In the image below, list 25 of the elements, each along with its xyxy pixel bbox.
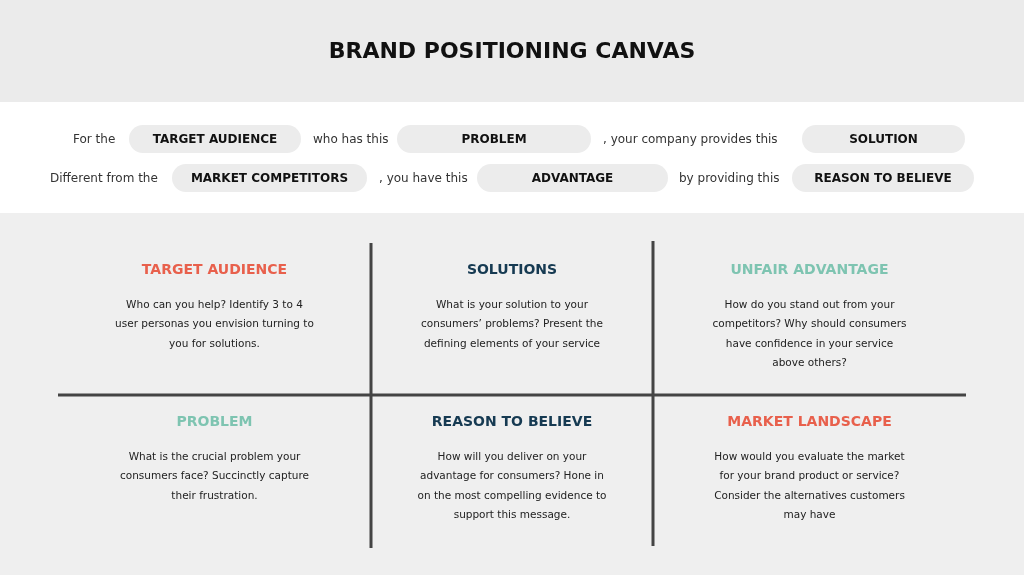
section-prompt: How do you stand out from your competitors? Why should consumers have confidence in your service above others? <box>711 297 908 370</box>
blank-field: TARGET AUDIENCE <box>129 125 301 153</box>
statement-text: Different from the <box>50 170 158 187</box>
section-prompt: How would you evaluate the market for your brand product or service? Consider the alternatives customers may have <box>713 449 906 522</box>
blank-field: ADVANTAGE <box>477 164 668 192</box>
section-heading: TARGET AUDIENCE <box>141 261 288 277</box>
statement-text: , your company provides this <box>603 131 778 148</box>
blank-field: MARKET COMPETITORS <box>172 164 367 192</box>
statement-text: who has this <box>313 131 389 148</box>
section-heading: SOLUTIONS <box>466 261 558 277</box>
section-prompt: What is your solution to your consumers’ problems? Present the defining elements of your service <box>420 297 604 351</box>
section-prompt: What is the crucial problem your consumers face? Succinctly capture their frustration. <box>118 449 311 503</box>
section-heading: PROBLEM <box>176 413 253 429</box>
section-heading: MARKET LANDSCAPE <box>727 413 892 429</box>
title: BRAND POSITIONING CANVAS <box>327 38 697 63</box>
statement-text: by providing this <box>679 170 780 187</box>
section-prompt: Who can you help? Identify 3 to 4 user personas you envision turning to you for solutions. <box>114 297 315 351</box>
blank-field: REASON TO BELIEVE <box>792 164 974 192</box>
section-prompt: How will you deliver on your advantage for consumers? Hone in on the most compelling evidence to support this message. <box>416 449 608 522</box>
blank-field: PROBLEM <box>397 125 591 153</box>
statement-text: , you have this <box>379 170 468 187</box>
section-heading: REASON TO BELIEVE <box>431 413 593 429</box>
section-heading: UNFAIR ADVANTAGE <box>730 261 889 277</box>
statement-text: For the <box>73 131 116 148</box>
blank-field: SOLUTION <box>802 125 965 153</box>
